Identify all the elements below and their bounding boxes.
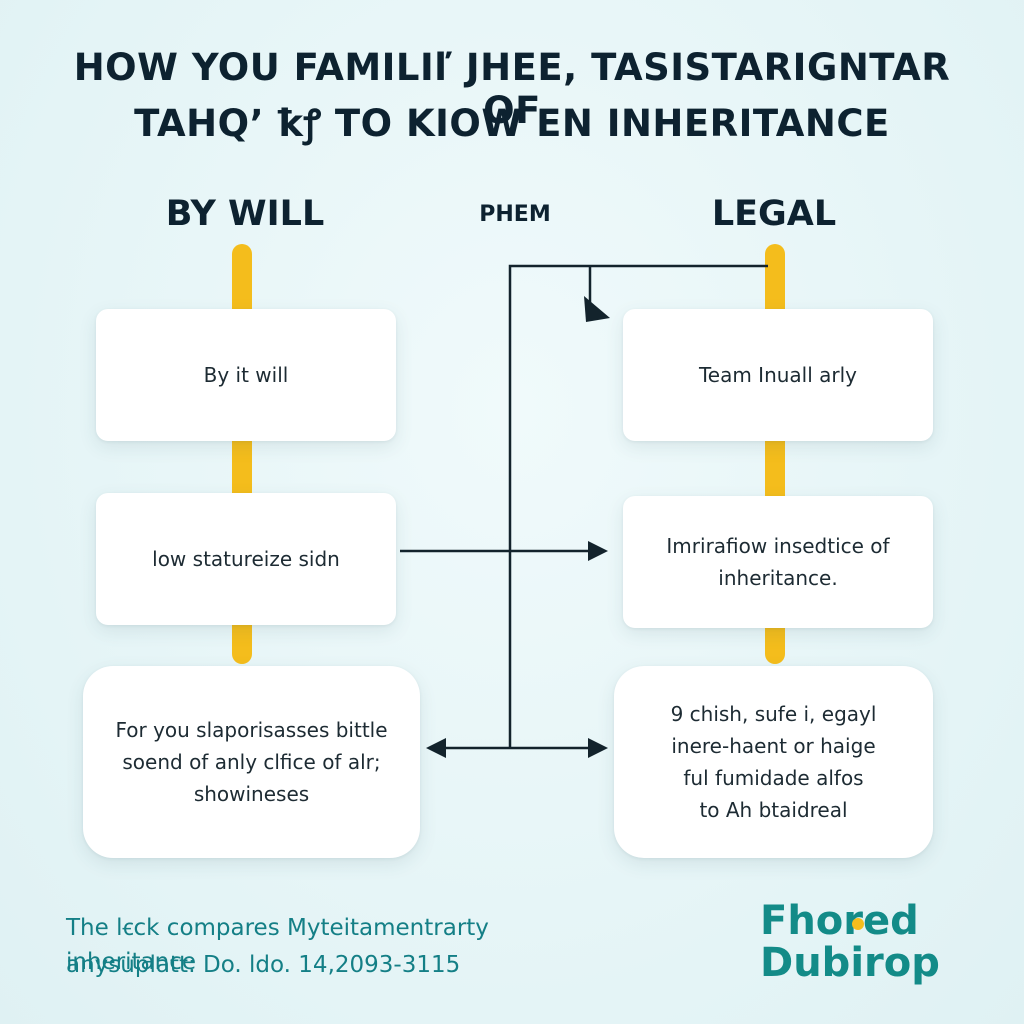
logo-dot-icon [852, 918, 864, 930]
right-column-heading: LEGAL [711, 194, 837, 234]
caption-line-2: anysuplatt: Do. ldo. 14,2093-3115 [66, 952, 461, 978]
right-card-3: 9 chish, sufe i, egayl inere-haent or ha… [614, 666, 933, 858]
left-column-heading: BY WILL [165, 194, 325, 234]
right-card-2: Imrirafiow insedtice of inheritance. [623, 496, 933, 628]
title-line-1: HOW YOU FAMILIľ JHEE, TASISTARIGNTAR OF [73, 46, 951, 132]
middle-arrowhead-icon [588, 541, 608, 561]
right-card-3-line-1: 9 chish, sufe i, egayl [670, 702, 877, 726]
left-card-3: For you slaporisasses bittle soend of an… [83, 666, 420, 858]
left-card-1: By it will [96, 309, 396, 441]
middle-column-heading: PHEM [479, 202, 551, 227]
left-card-3-line-1: For you slaporisasses bittle [115, 718, 388, 742]
left-card-2: low statureize sidn [96, 493, 396, 625]
right-card-2-line-1: Imrirafiow insedtice of [666, 534, 890, 558]
left-card-3-line-3: showineses [193, 782, 310, 806]
right-card-3-line-3: ful fumidade alfos [683, 766, 864, 790]
top-connector-line [508, 264, 768, 748]
bottom-left-arrowhead-icon [426, 738, 446, 758]
drop-arrowhead-icon [584, 296, 610, 322]
right-card-2-line-2: inheritance. [718, 566, 838, 590]
right-card-1-text: Team Inuall arly [698, 363, 858, 387]
left-card-1-text: By it will [203, 363, 289, 387]
logo-line-2: Dubirop [760, 940, 940, 986]
right-card-3-line-2: inere-haent or haige [671, 734, 876, 758]
right-card-3-line-4: to Ah btaidreal [699, 798, 848, 822]
right-card-1: Team Inuall arly [623, 309, 933, 441]
bottom-right-arrowhead-icon [588, 738, 608, 758]
caption-line-1: The lꞓck compares Myteitamentrarty inher… [66, 915, 489, 975]
brand-logo: Fhored Dubirop [760, 900, 990, 984]
title-line-2: TAHQ’ ꝁꝭ TO KIOW EN INHERITANCE [134, 102, 890, 145]
left-card-3-line-2: soend of anly clfice of alr; [122, 750, 381, 774]
logo-line-1: Fhored [760, 898, 919, 944]
left-card-2-text: low statureize sidn [152, 547, 340, 571]
